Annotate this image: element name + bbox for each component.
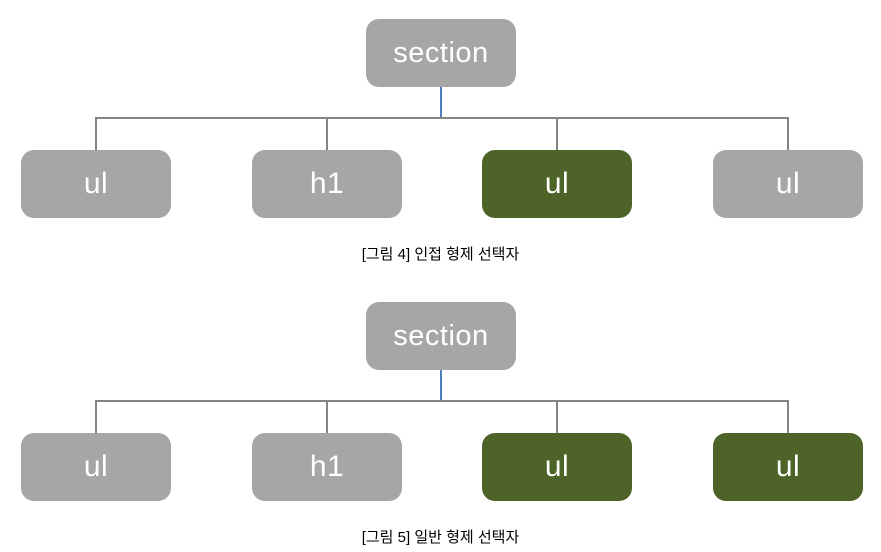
node-label: h1 [309,450,345,483]
node-ul-2: ul [482,433,632,501]
connector-child-vertical [787,117,789,151]
figure-general-sibling: section ul h1 ul ul [그림 5] 일반 형제 선택자 [0,283,881,552]
node-label: section [393,36,489,69]
connector-child-vertical [556,400,558,434]
node-label: ul [544,450,570,483]
connector-root-vertical [440,87,442,118]
node-h1: h1 [252,150,402,218]
node-label: ul [83,450,109,483]
node-ul-3: ul [713,433,863,501]
connector-child-vertical [556,117,558,151]
node-ul-2: ul [482,150,632,218]
connector-root-vertical [440,370,442,401]
node-ul-1: ul [21,150,171,218]
connector-horizontal [96,117,789,119]
node-section: section [366,302,516,370]
node-label: ul [83,167,109,200]
node-label: ul [544,167,570,200]
figure-adjacent-sibling: section ul h1 ul ul [그림 4] 인접 형제 선택자 [0,0,881,269]
node-h1: h1 [252,433,402,501]
node-label: section [393,319,489,352]
figure-caption: [그림 5] 일반 형제 선택자 [361,529,520,546]
figure-caption: [그림 4] 인접 형제 선택자 [361,246,520,263]
node-label: ul [775,167,801,200]
connector-horizontal [96,400,789,402]
connector-child-vertical [326,117,328,151]
node-ul-1: ul [21,433,171,501]
node-section: section [366,19,516,87]
connector-child-vertical [95,117,97,151]
connector-child-vertical [326,400,328,434]
node-label: ul [775,450,801,483]
connector-child-vertical [95,400,97,434]
node-ul-3: ul [713,150,863,218]
connector-child-vertical [787,400,789,434]
node-label: h1 [309,167,345,200]
